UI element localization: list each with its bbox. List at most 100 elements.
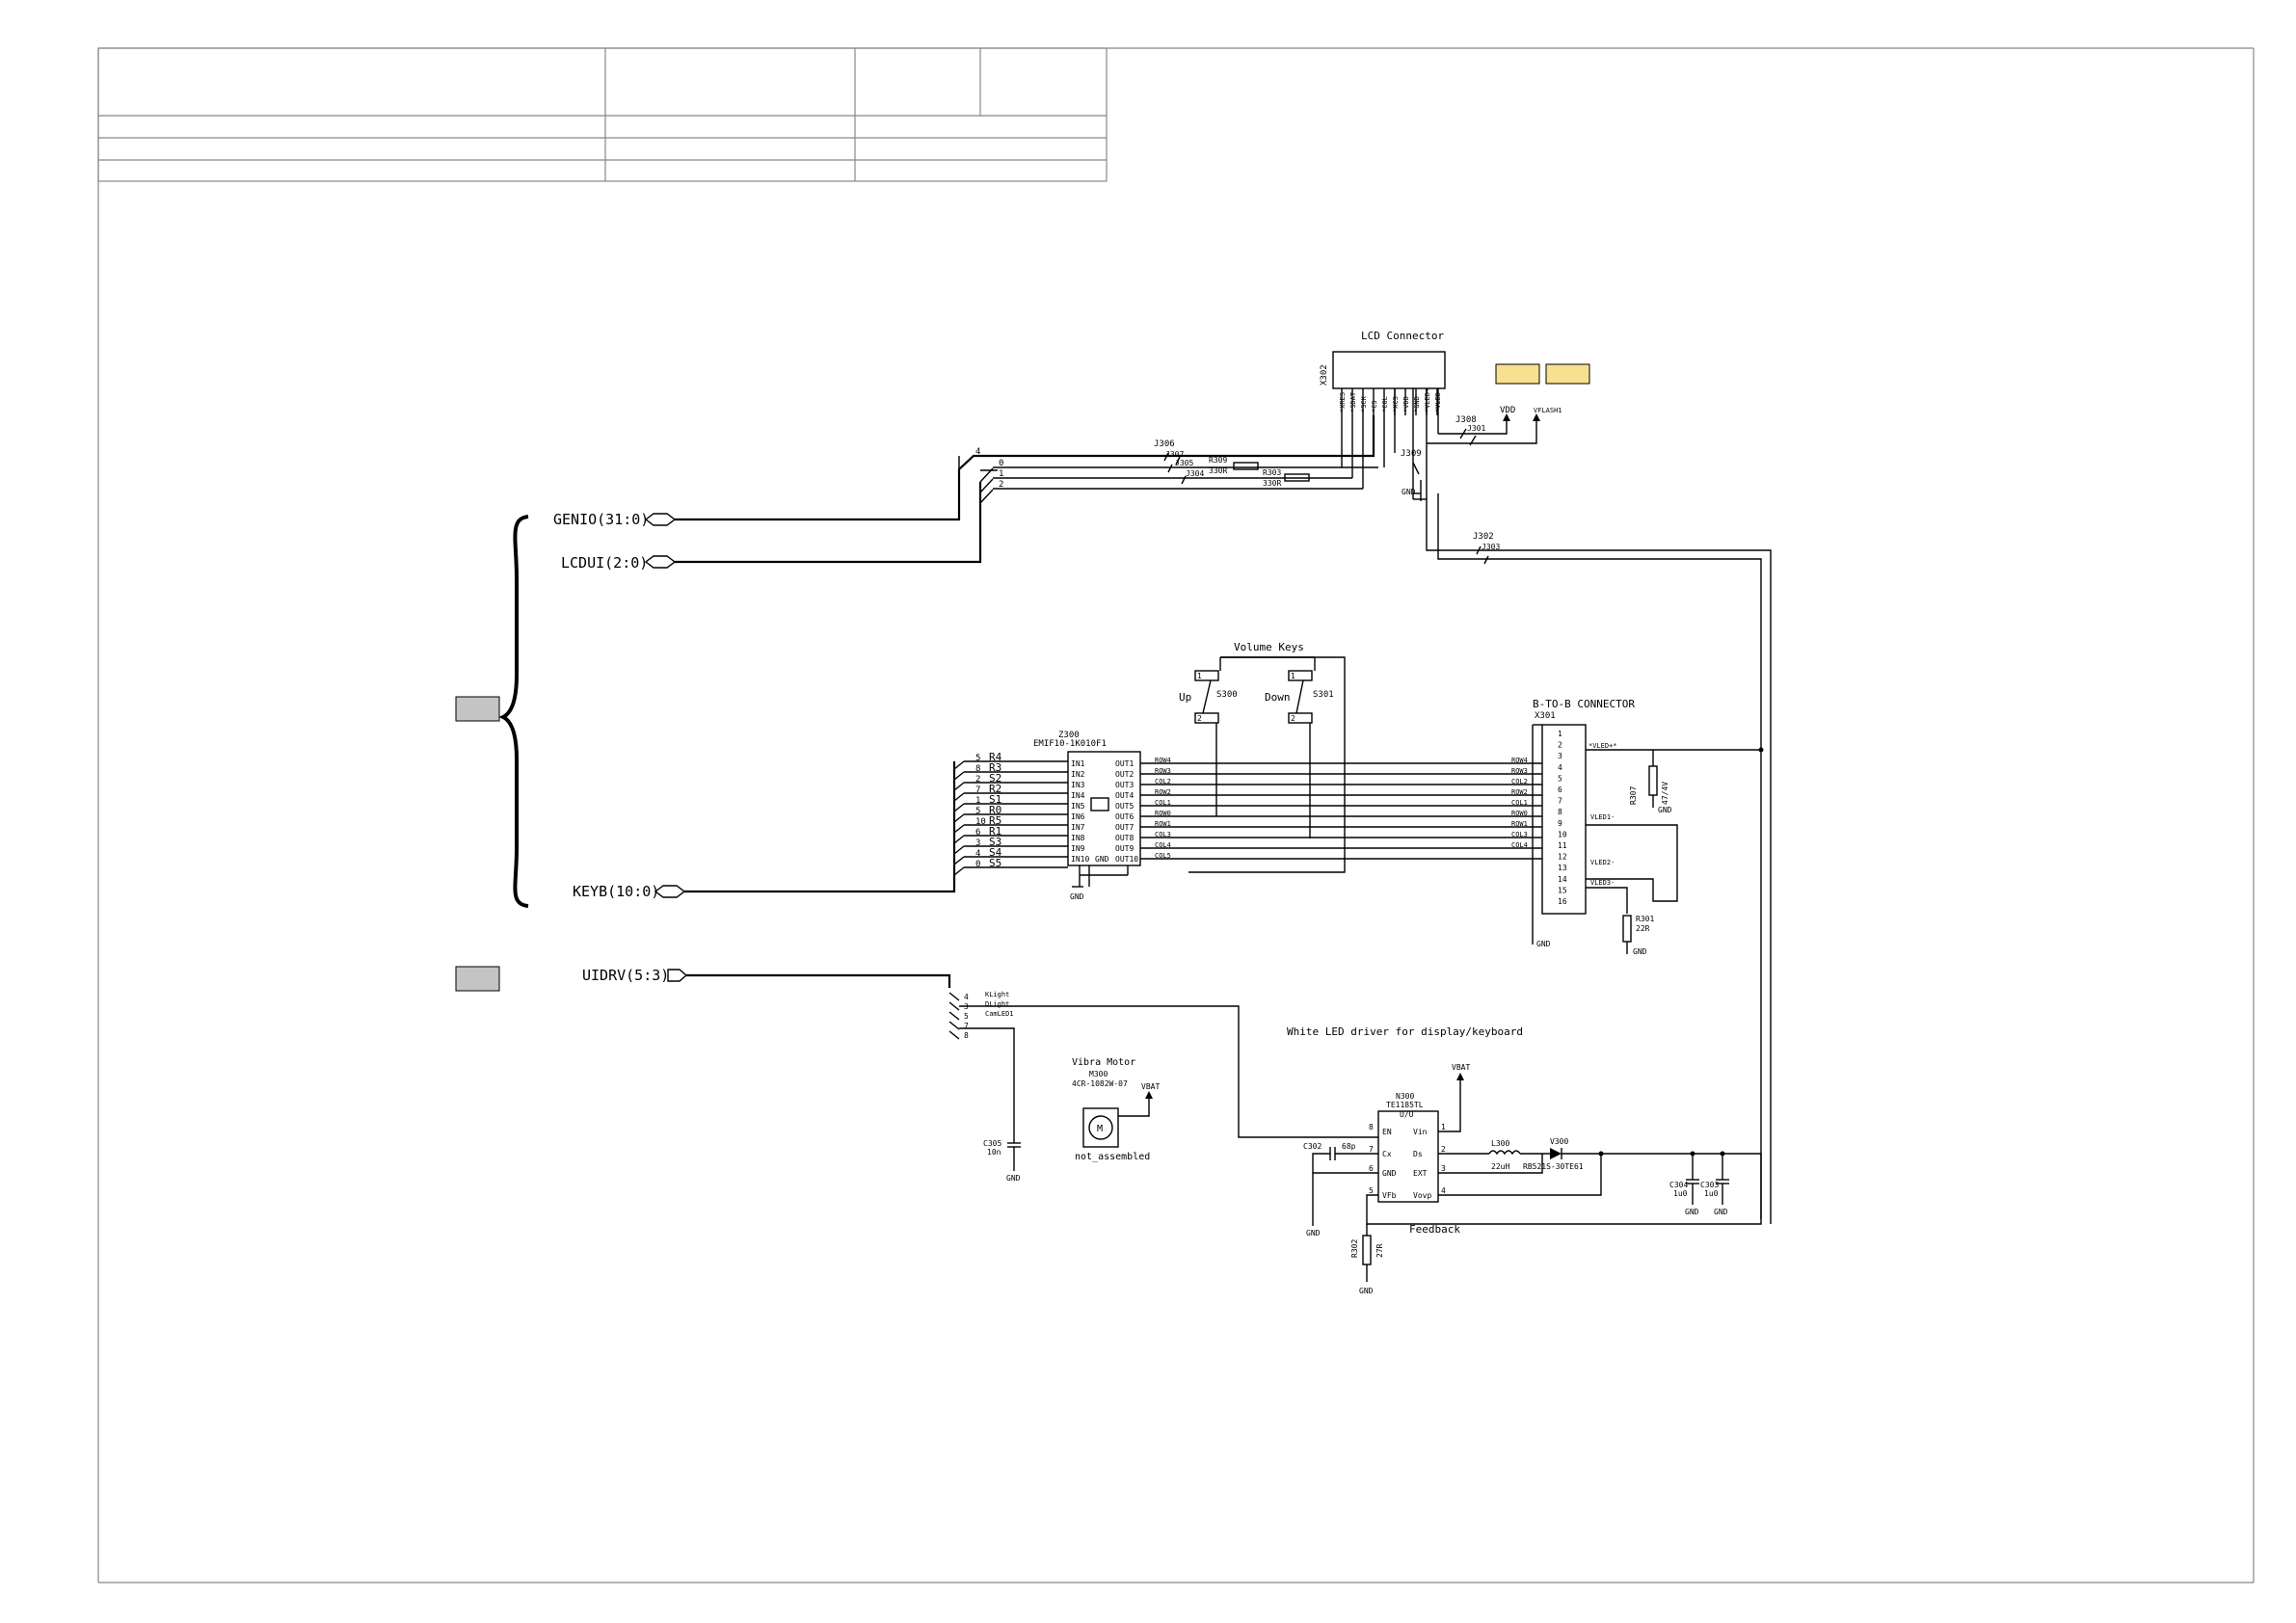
driver-left-num: 6 bbox=[1369, 1164, 1374, 1173]
r309-label: R309 bbox=[1209, 456, 1227, 465]
b2b-pin-num: 6 bbox=[1558, 785, 1562, 794]
c302-ref: C302 bbox=[1303, 1142, 1322, 1151]
port-lcdui: LCDUI(2:0) bbox=[561, 554, 677, 572]
b2b-pin-num: 7 bbox=[1558, 797, 1562, 806]
sheet-frame bbox=[97, 47, 2255, 1583]
driver-gnd: GND bbox=[1306, 1229, 1321, 1237]
volume-keys-title: Volume Keys bbox=[1234, 641, 1304, 653]
curly-brace bbox=[498, 515, 529, 908]
grey-placeholder-box bbox=[455, 696, 500, 722]
volume-keys: Volume Keys 1 2 Up S300 1 2 Down S301 bbox=[1179, 641, 1346, 873]
b2b-net-name: COL1 bbox=[1511, 799, 1528, 807]
driver-left-num: 5 bbox=[1369, 1186, 1374, 1195]
c302-value: 68p bbox=[1342, 1142, 1356, 1151]
b2b-gnd2: GND bbox=[1658, 806, 1672, 814]
emif-net-name: COL2 bbox=[1155, 778, 1171, 785]
emif-out-pin: OUT3 bbox=[1115, 781, 1134, 789]
emif-out-pin: OUT1 bbox=[1115, 759, 1134, 768]
lcd-pin-label: *GND bbox=[1413, 396, 1421, 412]
vibra-title: Vibra Motor bbox=[1072, 1057, 1135, 1068]
b2b-net-name: COL3 bbox=[1511, 831, 1528, 838]
driver-right-pin: Ds bbox=[1413, 1150, 1423, 1158]
uidrv-bus-entry bbox=[948, 1021, 960, 1030]
driver-left-pin: VFb bbox=[1382, 1191, 1397, 1200]
keyb-net-name: S2 bbox=[989, 772, 1001, 785]
emif-ref: Z300 bbox=[1058, 731, 1080, 740]
uidrv-bus-entry bbox=[948, 1030, 960, 1040]
b2b-net-name: COL4 bbox=[1511, 841, 1528, 849]
r301-label: R301 bbox=[1636, 915, 1654, 923]
vibra-motor: Vibra Motor M300 4CR-1082W-07 M not_asse… bbox=[1072, 1057, 1160, 1162]
driver-left-num: 7 bbox=[1369, 1145, 1374, 1154]
j303-label: J303 bbox=[1482, 543, 1500, 551]
vibra-m: M bbox=[1097, 1124, 1103, 1134]
b2b-pin-num: 9 bbox=[1558, 819, 1562, 828]
b2b-connector: B-TO-B CONNECTOR X301 123456789101112131… bbox=[1511, 698, 1764, 956]
driver-left-pin: EN bbox=[1382, 1128, 1392, 1136]
port-genio: GENIO(31:0) bbox=[553, 511, 677, 528]
uidrv-net-name: KLight bbox=[985, 991, 1009, 998]
keyb-bus-num: 5 bbox=[975, 807, 980, 816]
keyb-bus-entry bbox=[953, 845, 965, 855]
uidrv-bus-num: 7 bbox=[964, 1022, 969, 1030]
keyb-bus-entry bbox=[953, 866, 965, 876]
emif-in-pin: IN3 bbox=[1071, 781, 1085, 789]
emif-out-pin: OUT5 bbox=[1115, 802, 1134, 811]
emif-net-name: COL3 bbox=[1155, 831, 1171, 838]
emif-net-name: ROW3 bbox=[1155, 767, 1171, 775]
vk-down: Down bbox=[1265, 691, 1291, 704]
vibra-ref: M300 bbox=[1089, 1070, 1108, 1078]
lcd-vdd-label: VDD bbox=[1500, 406, 1515, 415]
r302-value: 27R bbox=[1375, 1243, 1384, 1258]
l300-ref: L300 bbox=[1491, 1139, 1509, 1148]
keyb-bus-num: 6 bbox=[975, 828, 980, 838]
c303-gnd: GND bbox=[1714, 1208, 1728, 1216]
driver-left-num: 8 bbox=[1369, 1123, 1374, 1131]
c305-ref: C305 bbox=[983, 1139, 1001, 1148]
uidrv-bus-entry bbox=[948, 992, 960, 1001]
keyb-net-name: S1 bbox=[989, 793, 1001, 806]
grey-placeholder-box bbox=[455, 966, 500, 992]
led-driver: White LED driver for display/keyboard N3… bbox=[1287, 1025, 1762, 1295]
keyb-bus-entry bbox=[953, 760, 965, 770]
keyb-bus-num: 5 bbox=[975, 754, 980, 763]
emif-in-pin: IN6 bbox=[1071, 812, 1085, 821]
c305-gnd: GND bbox=[1006, 1174, 1021, 1183]
b2b-pin-num: 15 bbox=[1558, 886, 1567, 894]
bus-num: 1 bbox=[999, 469, 1003, 479]
lcd-connector-ref: X302 bbox=[1320, 364, 1329, 386]
uidrv-net-name: CamLED1 bbox=[985, 1010, 1014, 1018]
b2b-pin-num: 11 bbox=[1558, 841, 1567, 850]
driver-right-pin: EXT bbox=[1413, 1169, 1428, 1178]
emif-in-pin: IN9 bbox=[1071, 844, 1085, 853]
b2b-net-name: ROW3 bbox=[1511, 767, 1528, 775]
v300-part: RB521S-30TE61 bbox=[1523, 1162, 1584, 1171]
bus-num: 2 bbox=[999, 480, 1003, 490]
bus-num: 0 bbox=[999, 459, 1003, 468]
b2b-pin-num: 4 bbox=[1558, 763, 1562, 772]
keyb-net-name: R0 bbox=[989, 804, 1001, 816]
emif-in-pin: IN1 bbox=[1071, 759, 1085, 768]
keyb-net-name: S4 bbox=[989, 846, 1002, 859]
emif-net-name: ROW1 bbox=[1155, 820, 1171, 828]
r301-value: 22R bbox=[1636, 924, 1650, 933]
b2b-vled3: VLED3- bbox=[1590, 879, 1615, 887]
emif-in-pin: IN5 bbox=[1071, 802, 1085, 811]
b2b-pin-num: 13 bbox=[1558, 864, 1567, 872]
emif-out-pin: OUT6 bbox=[1115, 812, 1134, 821]
keyb-bus-entry bbox=[953, 792, 965, 802]
keyb-net-name: S3 bbox=[989, 836, 1001, 848]
s300-label: S300 bbox=[1216, 690, 1238, 700]
r307-value: 47/4V bbox=[1661, 782, 1669, 805]
r303-label: R303 bbox=[1263, 468, 1281, 477]
driver-right-pin: Vin bbox=[1413, 1128, 1428, 1136]
driver-right-num: 3 bbox=[1441, 1164, 1446, 1173]
b2b-pin-num: 14 bbox=[1558, 875, 1567, 884]
j301-label: J301 bbox=[1467, 424, 1485, 433]
driver-left-pin: Cx bbox=[1382, 1150, 1392, 1158]
lcd-gnd: GND bbox=[1402, 488, 1416, 496]
vibra-note: not_assembled bbox=[1075, 1152, 1150, 1162]
uidrv-bus-num: 5 bbox=[964, 1012, 969, 1021]
lcd-pin-label: *XRES bbox=[1339, 392, 1347, 412]
emif-in-pin: IN7 bbox=[1071, 823, 1085, 832]
